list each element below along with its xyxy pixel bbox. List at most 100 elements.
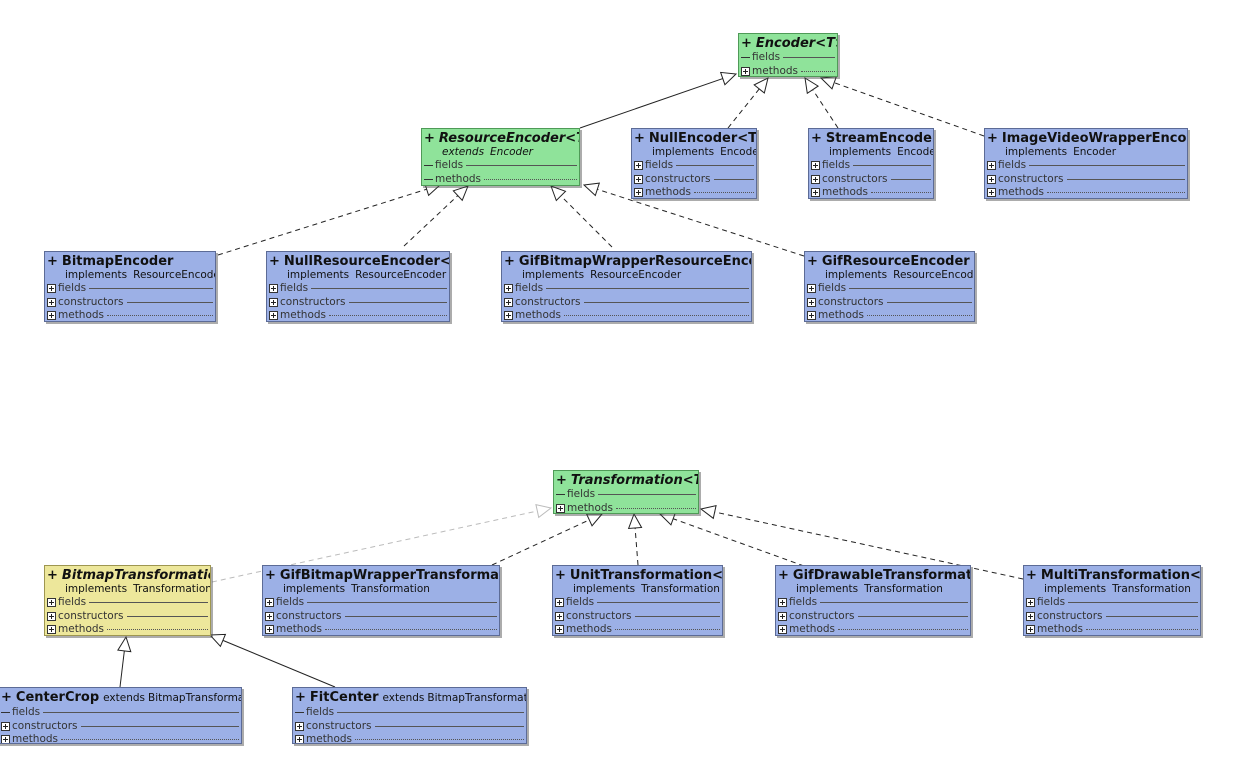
section-constructors[interactable]: constructors [634, 173, 754, 187]
section-fields[interactable]: fields [424, 159, 577, 173]
section-methods[interactable]: methods [556, 502, 696, 513]
class-box-stream-encoder[interactable]: +StreamEncoderimplementsEncoderfieldscon… [808, 128, 934, 199]
expand-icon[interactable] [807, 284, 816, 294]
section-fields[interactable]: fields [778, 596, 968, 610]
section-constructors[interactable]: constructors [987, 173, 1185, 187]
section-fields[interactable]: fields [269, 282, 447, 296]
section-constructors[interactable]: constructors [269, 296, 447, 310]
section-constructors[interactable]: constructors [811, 173, 931, 187]
section-fields[interactable]: fields [1026, 596, 1198, 610]
section-methods[interactable]: methods [987, 186, 1185, 198]
class-box-image-video-wrapper-encoder[interactable]: +ImageVideoWrapperEncoderimplementsEncod… [984, 128, 1188, 199]
section-fields[interactable]: fields [987, 159, 1185, 173]
section-fields[interactable]: fields [265, 596, 497, 610]
section-methods[interactable]: methods [504, 309, 749, 321]
section-constructors[interactable]: constructors [295, 720, 524, 734]
expand-icon[interactable] [778, 625, 787, 635]
section-methods[interactable]: methods [741, 65, 835, 76]
expand-icon[interactable] [555, 625, 564, 635]
expand-icon[interactable] [265, 598, 274, 608]
expand-icon[interactable] [1, 721, 10, 731]
section-fields[interactable]: fields [555, 596, 720, 610]
expand-icon[interactable] [1026, 611, 1035, 621]
expand-icon[interactable] [47, 598, 56, 608]
section-fields[interactable]: fields [741, 51, 835, 65]
section-methods[interactable]: methods [295, 733, 524, 743]
section-fields[interactable]: fields [556, 488, 696, 502]
class-box-gif-bitmap-wrapper-resource-encoder[interactable]: +GifBitmapWrapperResourceEncoderimplemen… [501, 251, 752, 322]
expand-icon[interactable] [807, 297, 816, 307]
expand-icon[interactable] [1, 735, 10, 743]
section-constructors[interactable]: constructors [47, 610, 208, 624]
section-methods[interactable]: methods [1, 733, 239, 743]
section-fields[interactable]: fields [47, 282, 213, 296]
section-methods[interactable]: methods [1026, 623, 1198, 635]
section-methods[interactable]: methods [269, 309, 447, 321]
expand-icon[interactable] [269, 297, 278, 307]
class-box-gif-bitmap-wrapper-transformation[interactable]: +GifBitmapWrapperTransformationimplement… [262, 565, 500, 636]
class-box-fit-center[interactable]: +FitCenterextendsBitmapTransformationfie… [292, 687, 527, 744]
expand-icon[interactable] [811, 188, 820, 198]
section-fields[interactable]: fields [1, 706, 239, 720]
expand-icon[interactable] [265, 625, 274, 635]
section-methods[interactable]: methods [807, 309, 972, 321]
expand-icon[interactable] [807, 311, 816, 321]
expand-icon[interactable] [47, 311, 56, 321]
expand-icon[interactable] [987, 161, 996, 171]
expand-icon[interactable] [47, 284, 56, 294]
section-constructors[interactable]: constructors [778, 610, 968, 624]
expand-icon[interactable] [811, 174, 820, 184]
section-fields[interactable]: fields [295, 706, 524, 720]
section-fields[interactable]: fields [634, 159, 754, 173]
expand-icon[interactable] [555, 611, 564, 621]
expand-icon[interactable] [778, 611, 787, 621]
expand-icon[interactable] [265, 611, 274, 621]
class-box-null-encoder[interactable]: +NullEncoder<T>implementsEncoderfieldsco… [631, 128, 757, 199]
class-box-null-resource-encoder[interactable]: +NullResourceEncoder<T>implementsResourc… [266, 251, 450, 322]
expand-icon[interactable] [634, 161, 643, 171]
expand-icon[interactable] [47, 297, 56, 307]
expand-icon[interactable] [987, 188, 996, 198]
section-methods[interactable]: methods [424, 173, 577, 186]
expand-icon[interactable] [47, 611, 56, 621]
expand-icon[interactable] [987, 174, 996, 184]
expand-icon[interactable] [556, 503, 565, 513]
expand-icon[interactable] [1026, 625, 1035, 635]
class-box-gif-drawable-transformation[interactable]: +GifDrawableTransformationimplementsTran… [775, 565, 971, 636]
section-methods[interactable]: methods [47, 623, 208, 635]
section-methods[interactable]: methods [555, 623, 720, 635]
section-methods[interactable]: methods [811, 186, 931, 198]
expand-icon[interactable] [295, 735, 304, 743]
section-constructors[interactable]: constructors [504, 296, 749, 310]
expand-icon[interactable] [295, 721, 304, 731]
section-constructors[interactable]: constructors [555, 610, 720, 624]
expand-icon[interactable] [634, 188, 643, 198]
section-fields[interactable]: fields [47, 596, 208, 610]
section-fields[interactable]: fields [811, 159, 931, 173]
expand-icon[interactable] [269, 311, 278, 321]
section-constructors[interactable]: constructors [807, 296, 972, 310]
section-methods[interactable]: methods [778, 623, 968, 635]
class-box-center-crop[interactable]: +CenterCropextendsBitmapTransformationfi… [0, 687, 242, 744]
section-constructors[interactable]: constructors [1, 720, 239, 734]
expand-icon[interactable] [1026, 598, 1035, 608]
expand-icon[interactable] [555, 598, 564, 608]
expand-icon[interactable] [504, 297, 513, 307]
expand-icon[interactable] [504, 284, 513, 294]
section-fields[interactable]: fields [504, 282, 749, 296]
expand-icon[interactable] [269, 284, 278, 294]
section-methods[interactable]: methods [47, 309, 213, 321]
section-constructors[interactable]: constructors [47, 296, 213, 310]
expand-icon[interactable] [47, 625, 56, 635]
expand-icon[interactable] [634, 174, 643, 184]
section-constructors[interactable]: constructors [265, 610, 497, 624]
section-constructors[interactable]: constructors [1026, 610, 1198, 624]
expand-icon[interactable] [778, 598, 787, 608]
class-box-resource-encoder[interactable]: +ResourceEncoder<T>extendsEncoderfieldsm… [421, 128, 580, 186]
expand-icon[interactable] [811, 161, 820, 171]
section-fields[interactable]: fields [807, 282, 972, 296]
